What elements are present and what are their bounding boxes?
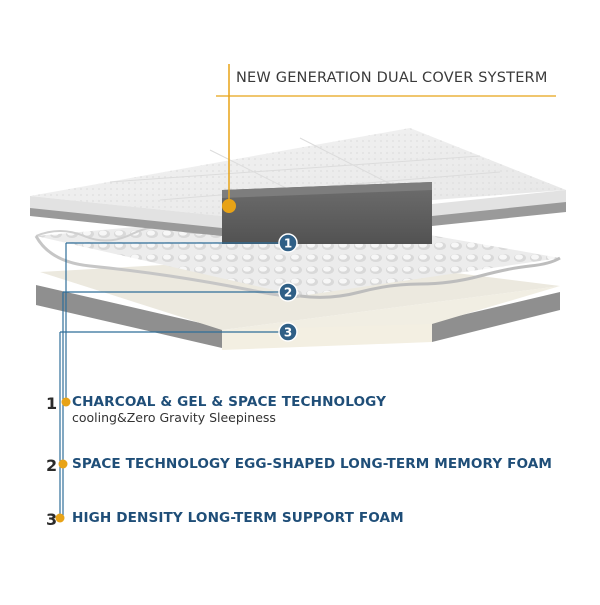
svg-text:1: 1 (284, 237, 292, 251)
layer-2-number: 2 (46, 456, 58, 475)
layer-3-bullet (55, 513, 65, 523)
badge-1: 1 (278, 233, 298, 253)
layer-1-number: 1 (46, 394, 58, 413)
layer-1-bullet (61, 397, 71, 407)
header-title: NEW GENERATION DUAL COVER SYSTERM (236, 70, 548, 86)
top-cover (30, 128, 566, 244)
header-callout (216, 64, 556, 213)
layer-3-title: HIGH DENSITY LONG-TERM SUPPORT FOAM (72, 510, 404, 526)
layer-2-title: SPACE TECHNOLOGY EGG-SHAPED LONG-TERM ME… (72, 456, 553, 472)
svg-text:3: 3 (284, 326, 292, 340)
layer-1-title: CHARCOAL & GEL & SPACE TECHNOLOGY (72, 394, 387, 410)
badge-2: 2 (278, 282, 298, 302)
layer-2-bullet (58, 459, 68, 469)
badge-3: 3 (278, 322, 298, 342)
header-callout-dot (222, 199, 236, 213)
layer-3-number: 3 (46, 510, 58, 529)
layer-1-subtitle: cooling&Zero Gravity Sleepiness (72, 410, 276, 425)
svg-text:2: 2 (284, 286, 292, 300)
